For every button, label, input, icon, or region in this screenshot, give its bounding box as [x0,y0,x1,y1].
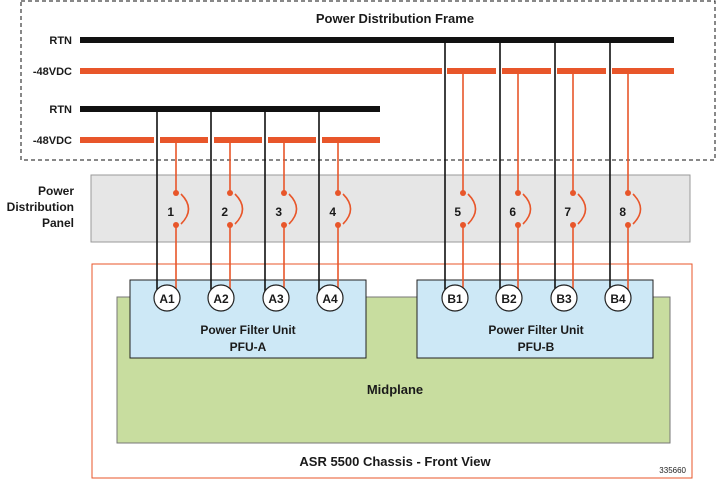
pfu-input-a2-circle [207,284,235,312]
breaker-3-terminal-bottom [281,222,287,228]
breaker-1-terminal-top [173,190,179,196]
rail-label-neg48-lower: -48VDC [33,135,72,147]
breaker-1-label: 1 [167,205,174,219]
breaker-5-label: 5 [454,205,461,219]
distribution-panel-box [90,174,691,243]
pfu-input-b3-label: B3 [556,292,572,306]
breaker-3-switch-arc [288,193,298,225]
pfu-input-b1-circle [441,284,469,312]
breaker-3-label: 3 [275,205,282,219]
panel-label-line-2: Distribution [7,200,74,214]
pfu-input-b4-circle [604,284,632,312]
breaker-4-terminal-bottom [335,222,341,228]
rail-label-rtn-lower: RTN [49,104,72,116]
neg48-rail-lower-seg-2 [160,137,208,143]
pfu-a-title: Power Filter Unit [200,323,295,337]
breaker-2-label: 2 [221,205,228,219]
neg48-rail-upper-seg-5 [612,68,674,74]
breaker-3-terminal-top [281,190,287,196]
panel-label-line-3: Panel [42,216,74,230]
neg48-rail-lower-seg-5 [322,137,380,143]
neg48-rail-upper-seg-3 [502,68,551,74]
neg48-rail-upper-seg-1 [80,68,442,74]
breaker-8-switch-arc [632,193,642,225]
pfu-input-a4-label: A4 [322,292,338,306]
breaker-5-terminal-bottom [460,222,466,228]
pfu-input-b2-circle [495,284,523,312]
neg48-rail-lower-seg-3 [214,137,262,143]
neg48-rail-lower-seg-4 [268,137,316,143]
breaker-5-switch-arc [467,193,477,225]
breaker-8-terminal-top [625,190,631,196]
breaker-4-switch-arc [342,193,352,225]
breaker-6-terminal-top [515,190,521,196]
frame-title: Power Distribution Frame [316,11,474,26]
breaker-6-label: 6 [509,205,516,219]
chassis-label: ASR 5500 Chassis - Front View [299,454,491,469]
breaker-1-terminal-bottom [173,222,179,228]
neg48-rail-upper-seg-2 [447,68,496,74]
distribution-frame-box [20,0,716,161]
breaker-2-terminal-bottom [227,222,233,228]
breaker-7-label: 7 [564,205,571,219]
pfu-input-a3-label: A3 [268,292,284,306]
rtn-rail-upper [80,37,674,43]
rail-label-rtn-upper: RTN [49,35,72,47]
breaker-1-switch-arc [180,193,190,225]
breaker-4-label: 4 [329,205,336,219]
breaker-2-terminal-top [227,190,233,196]
pfu-input-a1-circle [153,284,181,312]
pfu-input-b4-label: B4 [610,292,626,306]
breaker-7-terminal-bottom [570,222,576,228]
pfu-input-a2-label: A2 [213,292,229,306]
neg48-rail-upper-seg-4 [557,68,606,74]
figure-id: 335660 [659,466,686,475]
breaker-8-label: 8 [619,205,626,219]
pfu-b-title: Power Filter Unit [488,323,583,337]
breaker-2-switch-arc [234,193,244,225]
neg48-rail-lower-seg-1 [80,137,154,143]
pfu-input-a3-circle [262,284,290,312]
midplane-label: Midplane [367,382,423,397]
pfu-input-b2-label: B2 [501,292,517,306]
breaker-7-terminal-top [570,190,576,196]
pfu-input-a1-label: A1 [159,292,175,306]
breaker-8-terminal-bottom [625,222,631,228]
chassis-box [91,263,693,479]
breaker-7-switch-arc [577,193,587,225]
breaker-4-terminal-top [335,190,341,196]
breaker-6-switch-arc [522,193,532,225]
pfu-b-name: PFU-B [518,340,555,354]
wiring-layer: 1A1 2A2 3A3 4A4 5B1 6B2 7B3 8B4 [80,37,674,312]
pfu-input-a4-circle [316,284,344,312]
rail-label-neg48-upper: -48VDC [33,66,72,78]
pfu-input-b1-label: B1 [447,292,463,306]
panel-label-line-1: Power [38,184,74,198]
pfu-input-b3-circle [550,284,578,312]
breaker-5-terminal-top [460,190,466,196]
pfu-a-name: PFU-A [230,340,267,354]
breaker-6-terminal-bottom [515,222,521,228]
rtn-rail-lower [80,106,380,112]
